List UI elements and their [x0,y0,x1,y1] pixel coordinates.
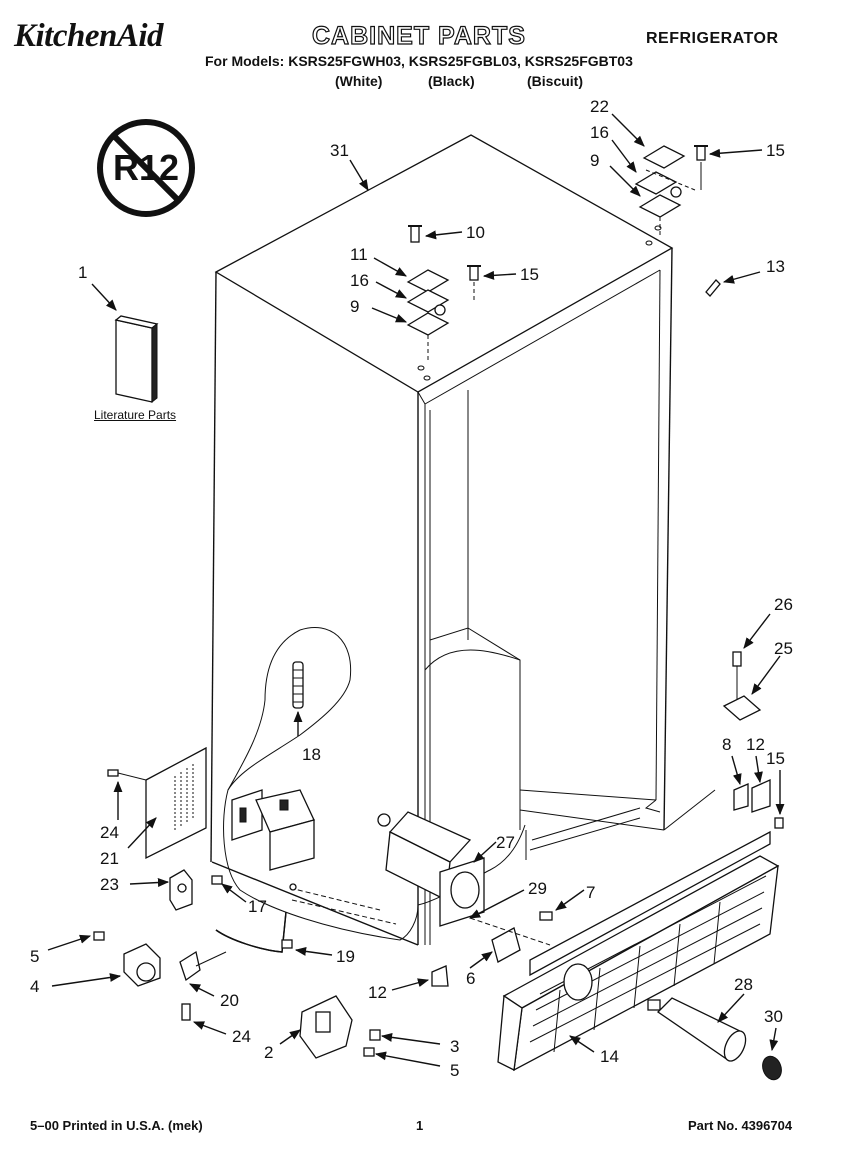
variant-white: (White) [335,73,383,89]
drain-tube-19 [215,911,293,953]
callout-12a: 12 [746,735,765,754]
callout-9a: 9 [350,297,359,316]
callout-23: 23 [100,875,119,894]
callout-11: 11 [350,245,368,264]
models-line: For Models: KSRS25FGWH03, KSRS25FGBL03, … [205,53,633,69]
callout-15a: 15 [520,265,539,284]
callout-29: 29 [528,879,547,898]
callout-26: 26 [774,595,793,614]
callout-3: 3 [450,1037,459,1056]
callout-21: 21 [100,849,119,868]
brand-logo: KitchenAid [14,18,164,54]
r12-badge-text: R12 [113,147,179,188]
bracket-21 [107,746,207,860]
bottom-hinge-right [722,651,784,829]
callout-5a: 5 [30,947,39,966]
callout-16a: 16 [350,271,369,290]
r12-badge: R12 [97,119,195,217]
clips-6-7-12 [431,911,553,987]
literature-parts-label: Literature Parts [94,408,177,422]
toe-grille-14 [497,830,780,1072]
clip-13 [705,279,721,297]
callout-labels: 1 2 3 4 5 5 6 7 8 9 9 10 11 12 12 13 14 … [30,97,793,1080]
callout-27: 27 [496,833,515,852]
top-hinge-left [406,225,481,360]
callout-25: 25 [774,639,793,658]
leader-lines [47,113,785,1067]
callout-28: 28 [734,975,753,994]
callout-12b: 12 [368,983,387,1002]
water-filter-28 [647,997,782,1081]
bracket-23 [169,869,223,911]
callout-16b: 16 [590,123,609,142]
callout-14: 14 [600,1047,619,1066]
callout-13: 13 [766,257,785,276]
callout-15b: 15 [766,141,785,160]
clip-20 [179,950,227,1021]
callout-31: 31 [330,141,349,160]
cabinet-shell [210,134,716,946]
callout-9b: 9 [590,151,599,170]
callout-24a: 24 [100,823,119,842]
callout-10: 10 [466,223,485,242]
callout-1: 1 [78,263,87,282]
callout-17: 17 [248,897,267,916]
callout-18: 18 [302,745,321,764]
variant-black: (Black) [428,73,475,89]
appliance-category: REFRIGERATOR [646,30,779,47]
variant-biscuit: (Biscuit) [527,73,583,89]
callout-22: 22 [590,97,609,116]
callout-7: 7 [586,883,595,902]
air-duct-27 [377,811,485,927]
callout-6: 6 [466,969,475,988]
roller-2 [299,995,381,1059]
callout-19: 19 [336,947,355,966]
page-title: CABINET PARTS [311,21,526,50]
control-module [231,789,397,925]
callout-24b: 24 [232,1027,251,1046]
footer-printed: 5–00 Printed in U.S.A. (mek) [30,1118,203,1133]
top-hinge-right [634,145,708,238]
callout-4: 4 [30,977,39,996]
footer-part-number: Part No. 4396704 [688,1118,793,1133]
callout-15c: 15 [766,749,785,768]
callout-5b: 5 [450,1061,459,1080]
callout-30: 30 [764,1007,783,1026]
literature-booklet [114,315,159,404]
spring-18 [292,661,304,709]
callout-8: 8 [722,735,731,754]
callout-2: 2 [264,1043,273,1062]
footer-page-number: 1 [416,1118,424,1133]
roller-4 [93,931,161,987]
callout-20: 20 [220,991,239,1010]
